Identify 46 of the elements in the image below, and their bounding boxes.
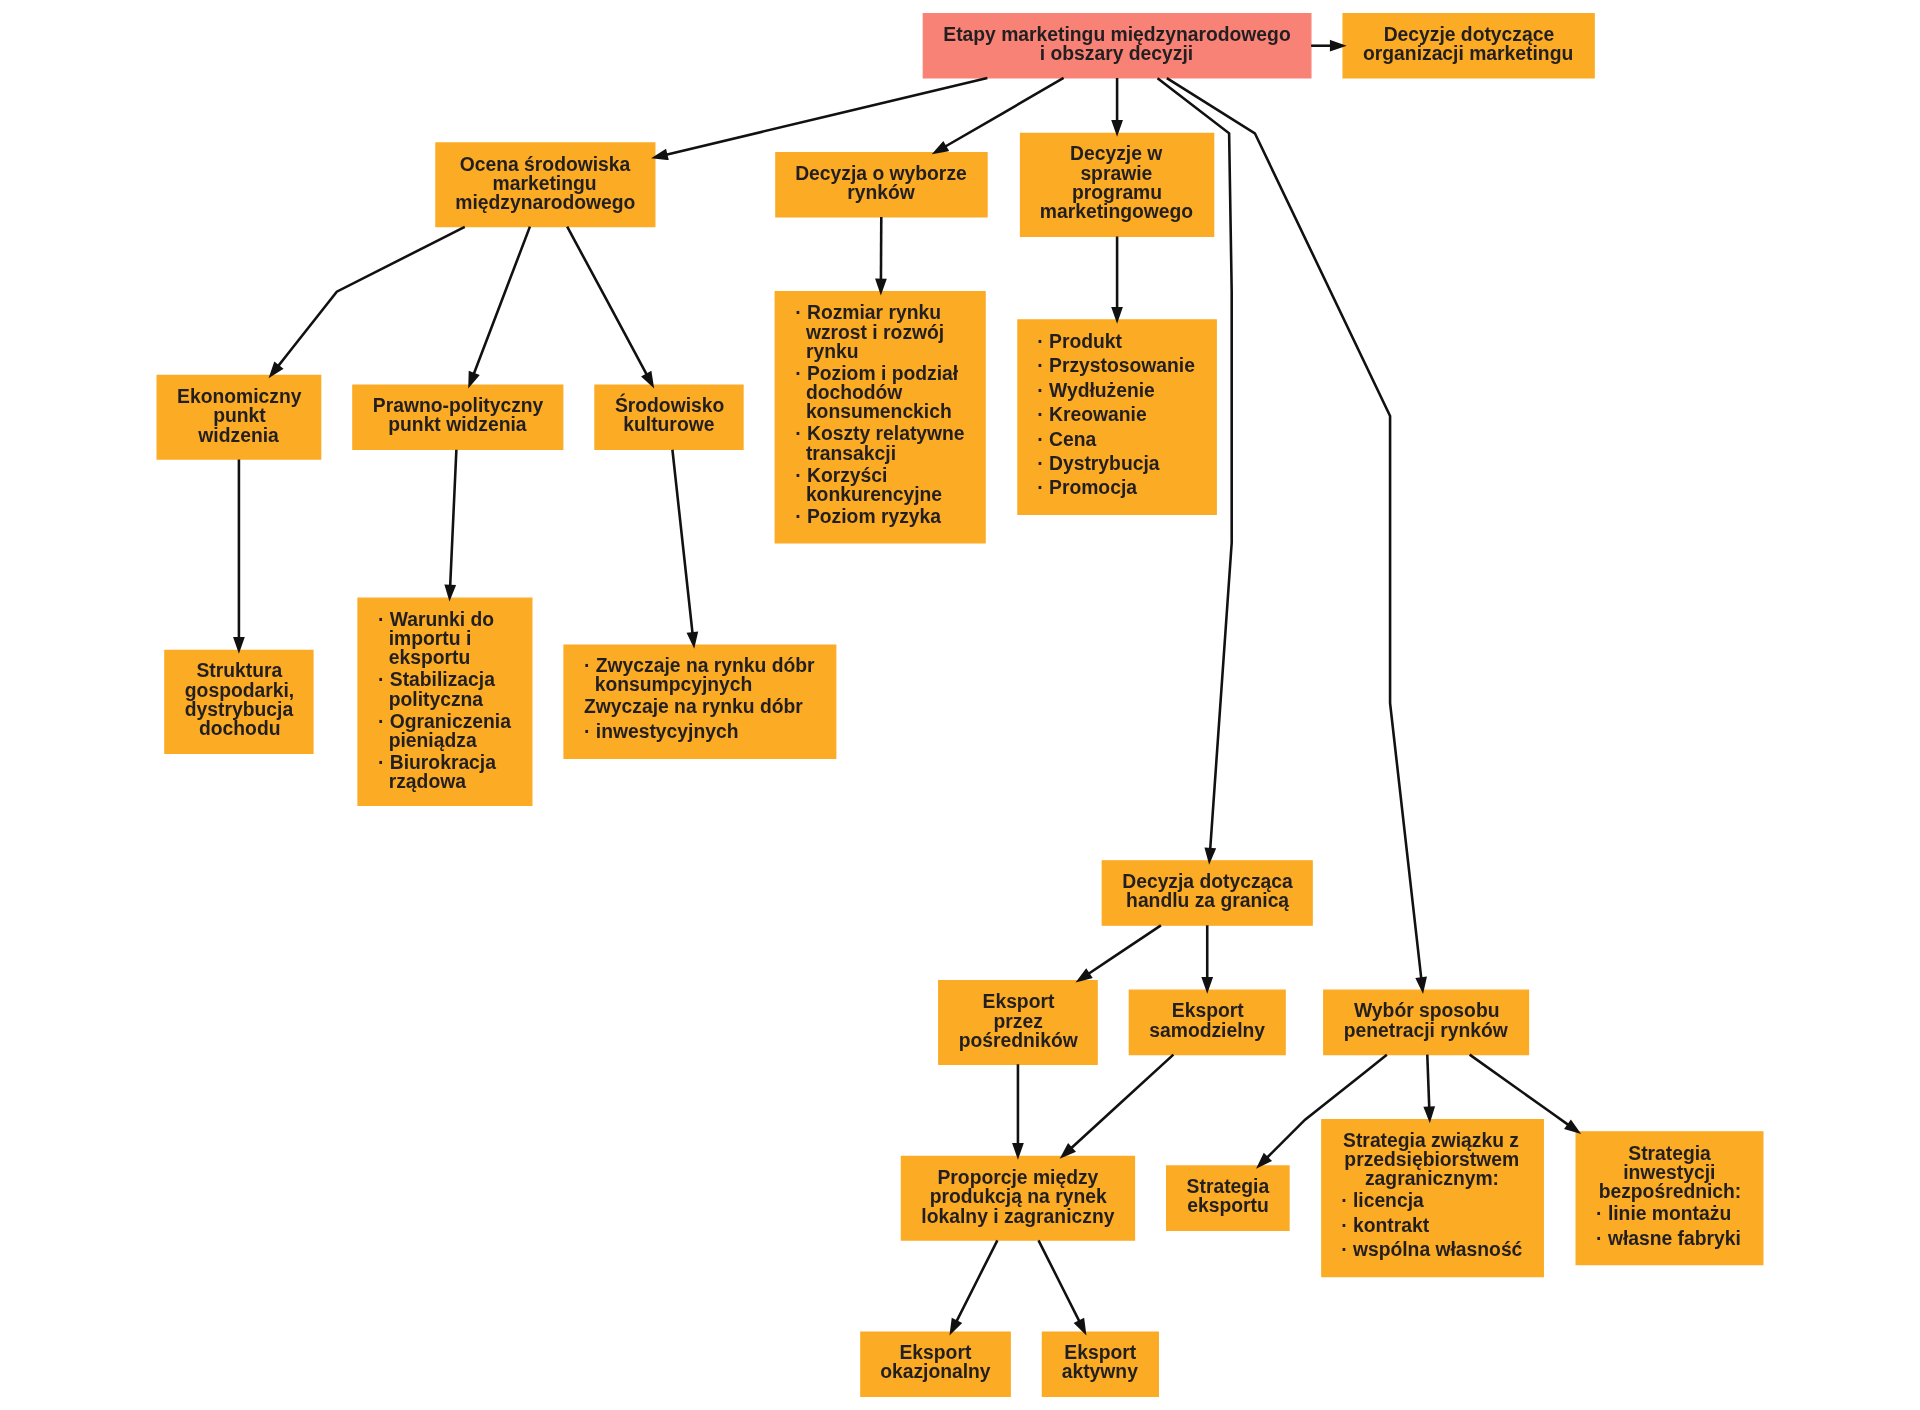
arrow [1256,1053,1388,1169]
arrow [1423,1054,1436,1124]
arrow [1468,1053,1582,1134]
node-box: Środowisko kulturowe [594,384,744,451]
node-box: Strategia eksportu [1166,1165,1290,1231]
node-box: Ocena środowiska marketingu międzynarodowego [435,142,656,228]
arrow [651,76,988,161]
node-box: Proporcje między produkcją na rynek lokalny i zagraniczny [900,1155,1136,1241]
arrow [566,226,655,389]
node-box: · Zwyczaje na rynku dóbr konsumpcyjnych Zwyczaje na rynku dóbr · inwestycyjnych [563,644,837,760]
node-box: Ekonomiczny punkt widzenia [156,374,322,460]
node-box: Etapy marketingu międzynarodowego i obszary decyzji [922,12,1312,79]
arrow [1059,1053,1175,1159]
node-box: Decyzje w sprawie programu marketingowego [1019,132,1215,237]
arrow [468,226,532,389]
node-box: · Produkt · Przystosowanie · Wydłużenie · Kreowanie · Cena · Dystrybucja · Promocja [1017,319,1217,516]
arrow [1012,1064,1024,1160]
node-box: Strategia inwestycji bezpośrednich: · linie montażu · własne fabryki [1575,1131,1764,1266]
node-box: · Rozmiar rynku wzrost i rozwój rynku · Poziom i podział dochodów konsumenckich · Koszty relatywne transakcji · Korzyści konkurencyjne · Poziom ryzyka [774,291,986,544]
arrow [268,225,466,379]
arrow [875,217,887,296]
node-box: Wybór sposobu penetracji rynków [1323,989,1530,1056]
arrow [931,76,1065,155]
arrow [1166,77,1427,994]
node-box: Eksport przez pośredników [938,979,1098,1065]
node-box: Prawno-polityczny punkt widzenia [352,384,564,451]
arrow [1111,236,1123,324]
arrow [1156,77,1233,865]
arrow [1311,39,1347,52]
arrow [233,459,245,654]
node-box: Strategia związku z przedsiębiorstwem zagranicznym: · licencja · kontrakt · wspólna własność [1321,1118,1544,1278]
arrow [1111,78,1123,137]
arrow [1075,924,1162,983]
node-box: Eksport samodzielny [1128,989,1286,1056]
node-box: Eksport okazjonalny [860,1331,1011,1398]
node-box: Struktura gospodarki, dystrybucja dochodu [164,649,314,754]
node-box: Decyzje dotyczące organizacji marketingu [1342,12,1595,79]
node-box: Decyzja o wyborze rynków [775,151,988,218]
arrow [1201,925,1214,994]
node-box: · Warunki do importu i eksportu · Stabilizacja polityczna · Ograniczenia pieniądza · Biurokracja rządowa [357,597,533,807]
arrow [1037,1239,1087,1336]
arrow [671,449,699,649]
arrow [444,449,458,602]
node-box: Decyzja dotycząca handlu za granicą [1101,860,1313,926]
arrow [949,1239,999,1336]
node-box: Eksport aktywny [1041,1331,1159,1398]
